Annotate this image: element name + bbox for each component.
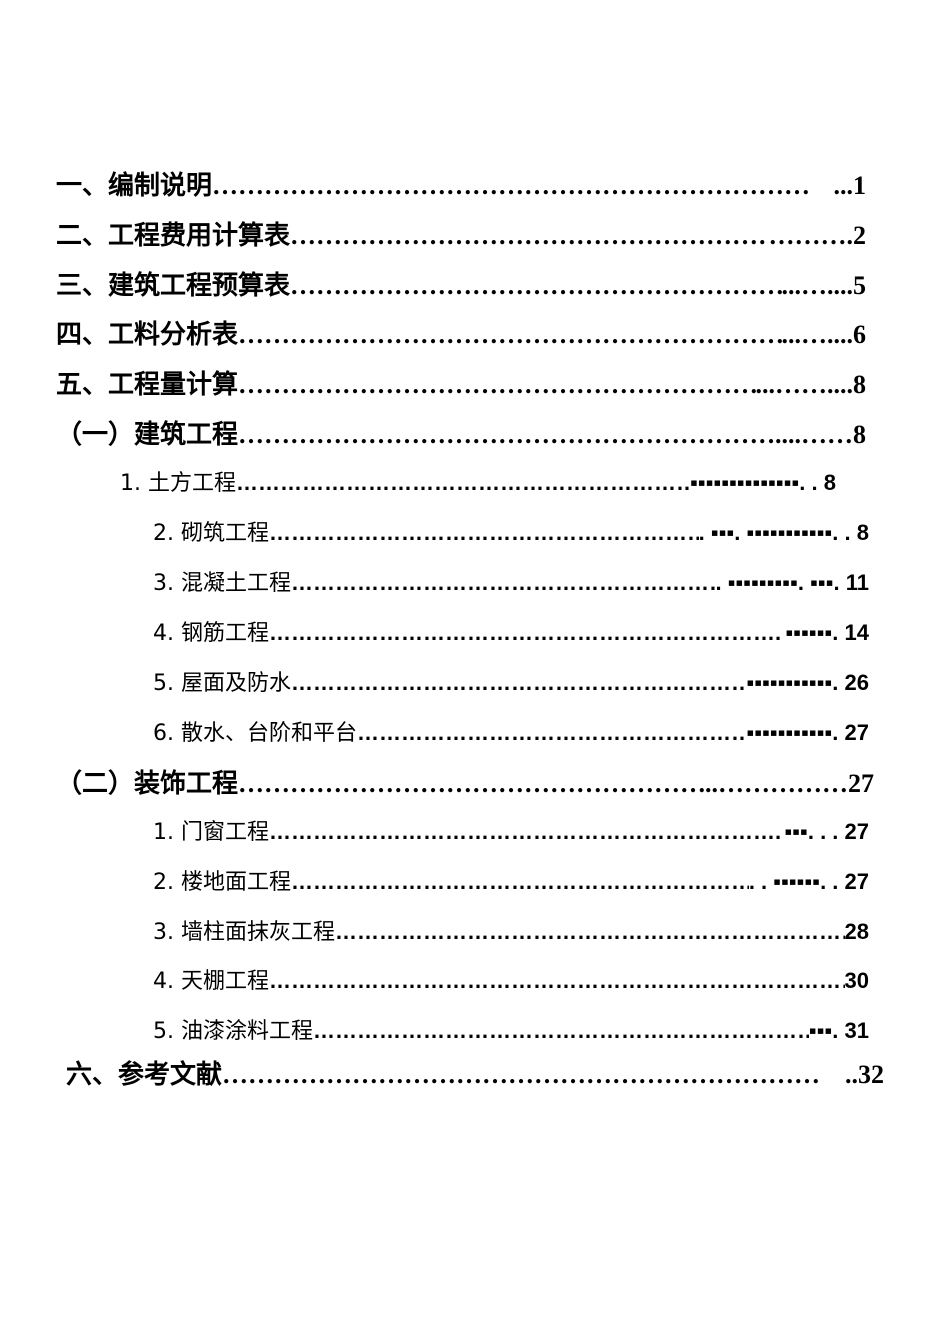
toc-entry-8[interactable]: 2. 砌筑工程 ………………………………………………………. . ▪▪▪. ▪▪… bbox=[153, 515, 869, 555]
toc-entry-9[interactable]: 3. 混凝土工程 ……………………………………………………. . ▪▪▪▪▪▪▪… bbox=[153, 565, 869, 605]
toc-entry-17[interactable]: 4. 天棚工程 ………………………………………………………………………… 30 bbox=[153, 963, 869, 1003]
toc-entry-2[interactable]: 二、工程费用计算表 …………………………………………………… ……….2 bbox=[56, 215, 866, 255]
page-number: . . ▪▪▪▪▪▪. . 27 bbox=[748, 869, 869, 894]
toc-entry-19[interactable]: 六、参考文献 …………………………………………………………… ..32 bbox=[66, 1054, 884, 1094]
dot-leader: …………………………………………………… bbox=[290, 221, 769, 250]
dot-leader: ……………………………………………………………. bbox=[268, 620, 782, 645]
dot-leader: …………………………………………………………… bbox=[238, 320, 782, 349]
page-number: ...…....6 bbox=[781, 320, 867, 349]
toc-entry-label: 一、编制说明 bbox=[56, 171, 213, 201]
toc-entry-7[interactable]: 1. 土方工程 …………………………………………………………. ▪▪▪▪▪▪▪▪… bbox=[120, 465, 836, 505]
toc-entry-16[interactable]: 3. 墙柱面抹灰工程 ………………………………………………………………… 28 bbox=[153, 914, 869, 954]
toc-entry-label: 2. 楼地面工程 bbox=[153, 870, 291, 895]
page-number: ...……....8 bbox=[755, 370, 867, 399]
dot-leader: ………………………………………………………… bbox=[290, 869, 749, 894]
dot-leader: ……………………………………………………………. bbox=[312, 1018, 809, 1043]
toc-entry-label: 5. 油漆涂料工程 bbox=[153, 1019, 313, 1044]
page-number: 28 bbox=[844, 919, 869, 944]
dot-leader: …………………………………………………………… bbox=[212, 171, 811, 200]
page-number: ▪▪▪. . . 27 bbox=[784, 819, 869, 844]
toc-entry-1[interactable]: 一、编制说明 …………………………………………………………… ...1 bbox=[56, 165, 866, 205]
toc-entry-11[interactable]: 5. 屋面及防水 …………………………………………………………. ▪▪▪▪▪▪▪… bbox=[153, 665, 869, 705]
dot-leader: ……………………………………………… bbox=[238, 769, 705, 798]
dot-leader: …………………………………………………………. bbox=[235, 470, 691, 495]
toc-entry-12[interactable]: 6. 散水、台阶和平台 ………………………………………………………. ▪▪▪▪▪… bbox=[153, 715, 869, 755]
dot-leader: ………………………………………………………………………… bbox=[268, 968, 845, 993]
toc-entry-label: 2. 砌筑工程 bbox=[153, 521, 269, 546]
page-number: . ▪▪▪. ▪▪▪▪▪▪▪▪▪▪▪. . 8 bbox=[698, 520, 869, 545]
toc-entry-label: 4. 天棚工程 bbox=[153, 969, 269, 994]
page-number: ...1 bbox=[833, 171, 867, 200]
page-number: ..32 bbox=[845, 1060, 884, 1089]
dot-leader: ………………………………………………………… bbox=[238, 370, 756, 399]
dot-leader: ……………………………………………………. bbox=[290, 570, 716, 595]
toc-entry-label: 6. 散水、台阶和平台 bbox=[153, 721, 357, 746]
page-number: ▪▪▪. 31 bbox=[808, 1018, 869, 1043]
page-number: . ▪▪▪▪▪▪▪▪▪. ▪▪▪. 11 bbox=[715, 570, 869, 595]
toc-entry-label: 1. 土方工程 bbox=[120, 471, 236, 496]
dot-leader: ………………………………………………………. bbox=[268, 520, 699, 545]
toc-entry-15[interactable]: 2. 楼地面工程 ………………………………………………………… . . ▪▪▪▪… bbox=[153, 864, 869, 904]
toc-entry-10[interactable]: 4. 钢筋工程 ……………………………………………………………. ▪▪▪▪▪▪.… bbox=[153, 615, 869, 655]
dot-leader: ………………………………………………………… bbox=[238, 420, 775, 449]
toc-entry-13[interactable]: （二）装饰工程 ……………………………………………… ..……………27 bbox=[56, 763, 874, 803]
page-number: ....……8 bbox=[775, 420, 866, 449]
dot-leader: …………………………………………………………. bbox=[290, 670, 747, 695]
toc-entry-label: 3. 混凝土工程 bbox=[153, 571, 291, 596]
page-number: ……….2 bbox=[768, 221, 867, 250]
page-number: ..……………27 bbox=[705, 769, 874, 798]
dot-leader: ………………………………………………………………… bbox=[334, 919, 845, 944]
page-number: ▪▪▪▪▪▪. 14 bbox=[785, 620, 870, 645]
dot-leader: ………………………………………………………. bbox=[356, 720, 747, 745]
toc-entry-label: 4. 钢筋工程 bbox=[153, 621, 269, 646]
toc-entry-label: （一）建筑工程 bbox=[56, 420, 239, 450]
page-number: ...…....5 bbox=[781, 271, 867, 300]
page-number: ▪▪▪▪▪▪▪▪▪▪▪. 26 bbox=[746, 670, 869, 695]
page-number: 30 bbox=[844, 968, 869, 993]
toc-entry-label: （二）装饰工程 bbox=[56, 769, 239, 799]
page-number: ▪▪▪▪▪▪▪▪▪▪▪▪▪▪. . 8 bbox=[690, 470, 836, 495]
toc-entry-label: 四、工料分析表 bbox=[56, 320, 239, 350]
toc-entry-label: 5. 屋面及防水 bbox=[153, 671, 291, 696]
toc-entry-6[interactable]: （一）建筑工程 ………………………………………………………… ....……8 bbox=[56, 414, 866, 454]
toc-entry-5[interactable]: 五、工程量计算 ………………………………………………………… ...……....… bbox=[56, 364, 866, 404]
toc-entry-3[interactable]: 三、建筑工程预算表 …………………………………………………… ...…....5 bbox=[56, 265, 866, 305]
toc-entry-label: 五、工程量计算 bbox=[56, 370, 239, 400]
page-number: ▪▪▪▪▪▪▪▪▪▪▪. 27 bbox=[746, 720, 869, 745]
toc-entry-label: 3. 墙柱面抹灰工程 bbox=[153, 920, 335, 945]
dot-leader: …………………………………………………………… bbox=[222, 1060, 821, 1089]
toc-entry-14[interactable]: 1. 门窗工程 ……………………………………………………………. ▪▪▪. . … bbox=[153, 814, 869, 854]
toc-entry-4[interactable]: 四、工料分析表 …………………………………………………………… ...…....… bbox=[56, 314, 866, 354]
toc-entry-18[interactable]: 5. 油漆涂料工程 ……………………………………………………………. ▪▪▪. … bbox=[153, 1013, 869, 1053]
dot-leader: ……………………………………………………………. bbox=[268, 819, 782, 844]
toc-entry-label: 三、建筑工程预算表 bbox=[56, 271, 291, 301]
toc-entry-label: 1. 门窗工程 bbox=[153, 820, 269, 845]
toc-entry-label: 六、参考文献 bbox=[66, 1060, 223, 1090]
toc-entry-label: 二、工程费用计算表 bbox=[56, 221, 291, 251]
dot-leader: …………………………………………………… bbox=[290, 271, 782, 300]
